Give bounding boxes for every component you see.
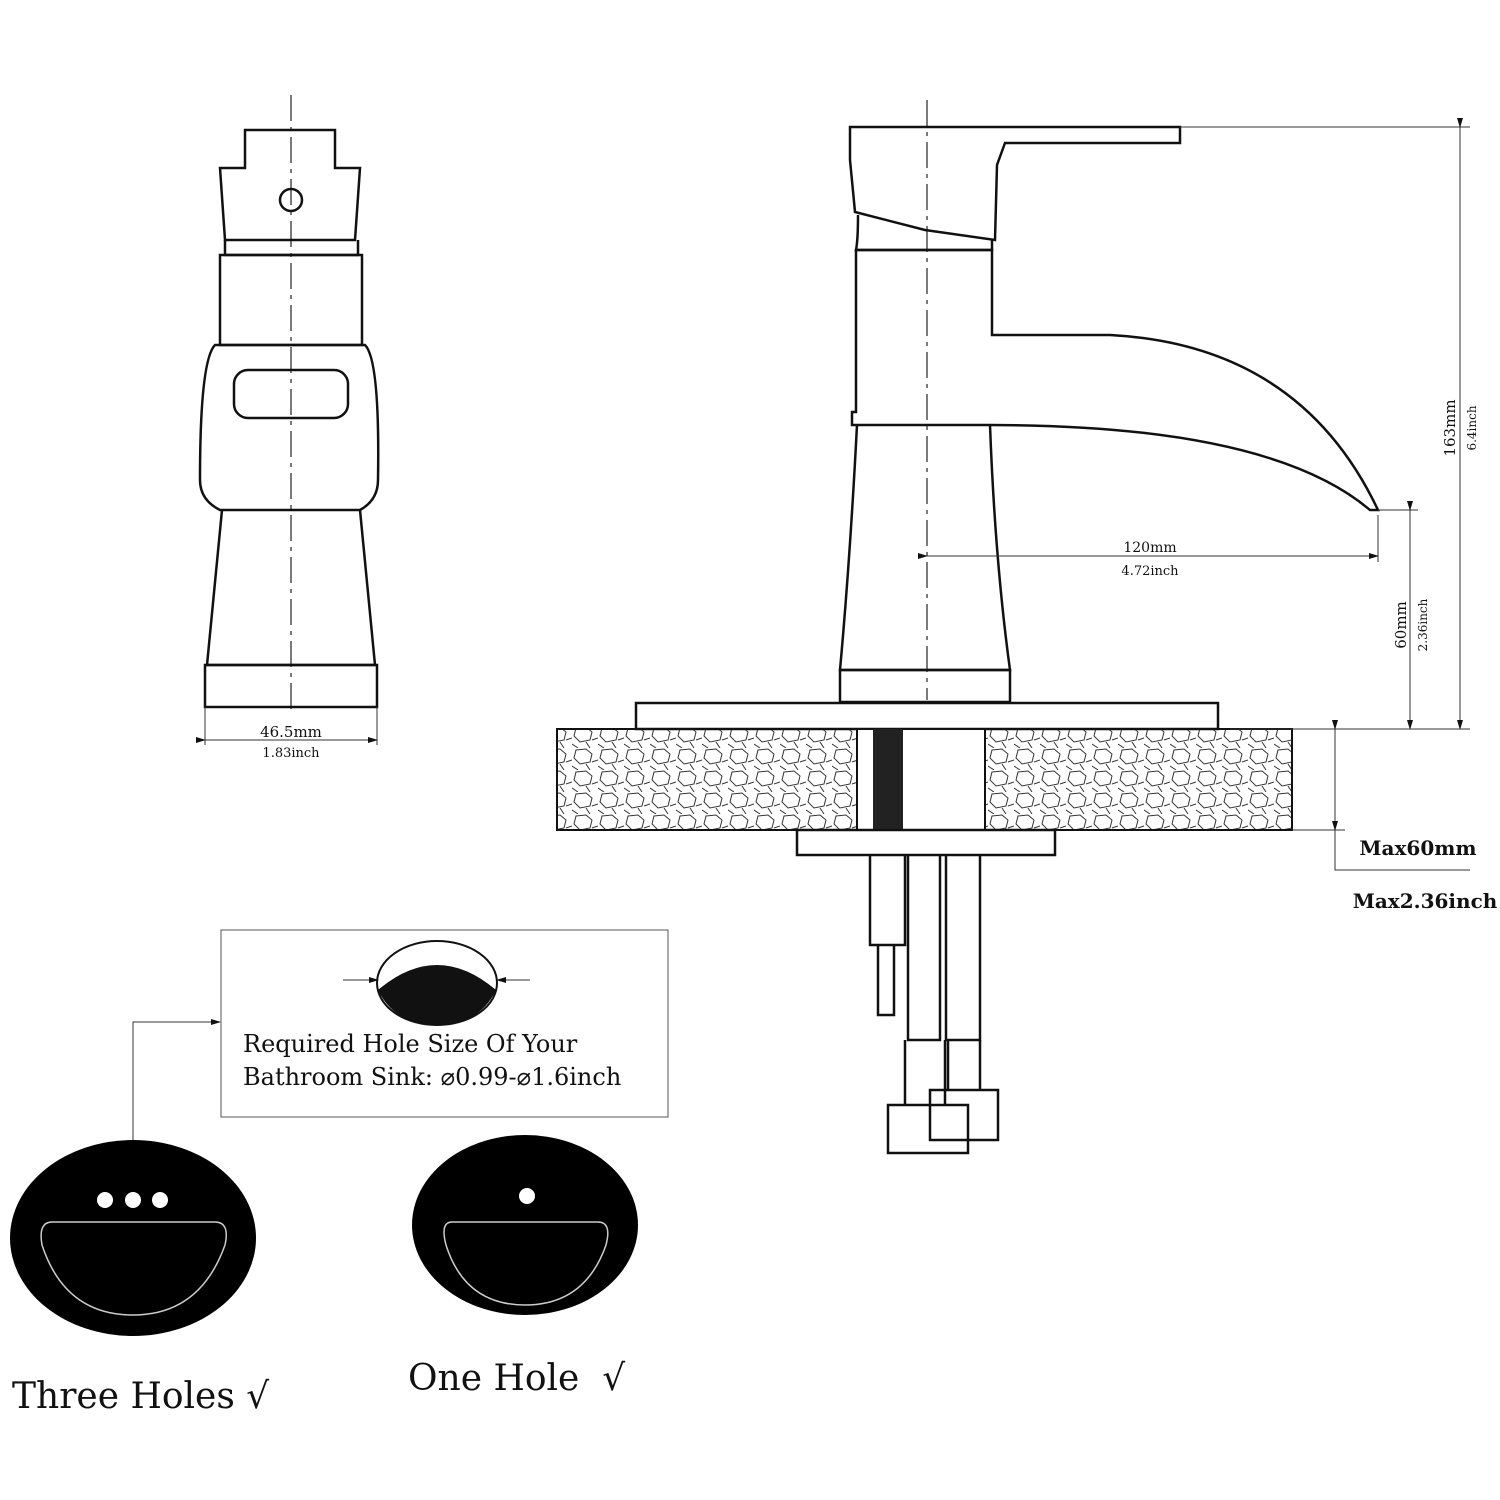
hole-size-note: Required Hole Size Of Your Bathroom Sink… — [132, 929, 669, 1165]
hole-note-line2: Bathroom Sink: ⌀0.99-⌀1.6inch — [243, 1063, 621, 1091]
side-view: 163mm 6.4inch 60mm 2.36inch 120mm 4.72in… — [556, 100, 1498, 1155]
base-width-mm-label: 46.5mm — [260, 723, 322, 741]
max-thickness-inch-label: Max2.36inch — [1353, 889, 1498, 913]
hole-note-line1: Required Hole Size Of Your — [243, 1030, 578, 1058]
max-thickness-mm-label: Max60mm — [1359, 836, 1476, 860]
one-hole-sink: One Hole √ — [408, 1135, 638, 1399]
base-width-inch-label: 1.83inch — [262, 746, 320, 761]
total-height-inch-label: 6.4inch — [1465, 405, 1479, 450]
three-hole-sink: Three Holes √ — [10, 1140, 269, 1417]
spout-height-inch-label: 2.36inch — [1416, 598, 1430, 651]
one-hole-label: One Hole √ — [408, 1358, 625, 1399]
spout-reach-mm-label: 120mm — [1123, 540, 1176, 556]
three-holes-label: Three Holes √ — [12, 1376, 269, 1417]
front-view: 46.5mm 1.83inch — [196, 95, 380, 761]
total-height-mm-label: 163mm — [1441, 399, 1459, 456]
spout-reach-inch-label: 4.72inch — [1121, 564, 1179, 579]
spout-height-mm-label: 60mm — [1392, 601, 1410, 649]
